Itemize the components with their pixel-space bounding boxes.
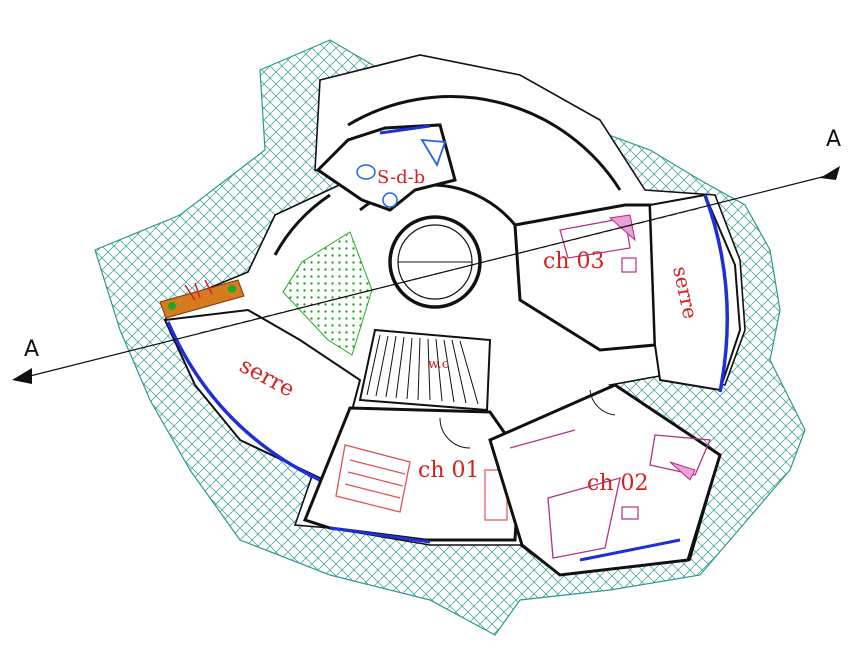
section-label-left: A: [24, 337, 39, 362]
section-arrow-left: [12, 368, 32, 384]
section-line: [12, 166, 840, 384]
room-ch01: [303, 406, 522, 544]
staircase: [358, 328, 492, 412]
room-label-wc: w.c: [428, 357, 449, 372]
room-label-ch01: ch 01: [418, 458, 479, 483]
section-arrow-right: [820, 166, 840, 180]
room-ch02: [488, 383, 722, 577]
room-label-ch03: ch 03: [543, 249, 604, 274]
room-label-sdb: S-d-b: [377, 167, 425, 188]
planter-box: [159, 279, 245, 319]
serre-right: [648, 193, 742, 393]
section-label-right: A: [826, 127, 841, 152]
room-label-ch02: ch 02: [587, 471, 648, 496]
bathroom-sdb: [315, 123, 457, 212]
inner-walls: [273, 95, 622, 309]
